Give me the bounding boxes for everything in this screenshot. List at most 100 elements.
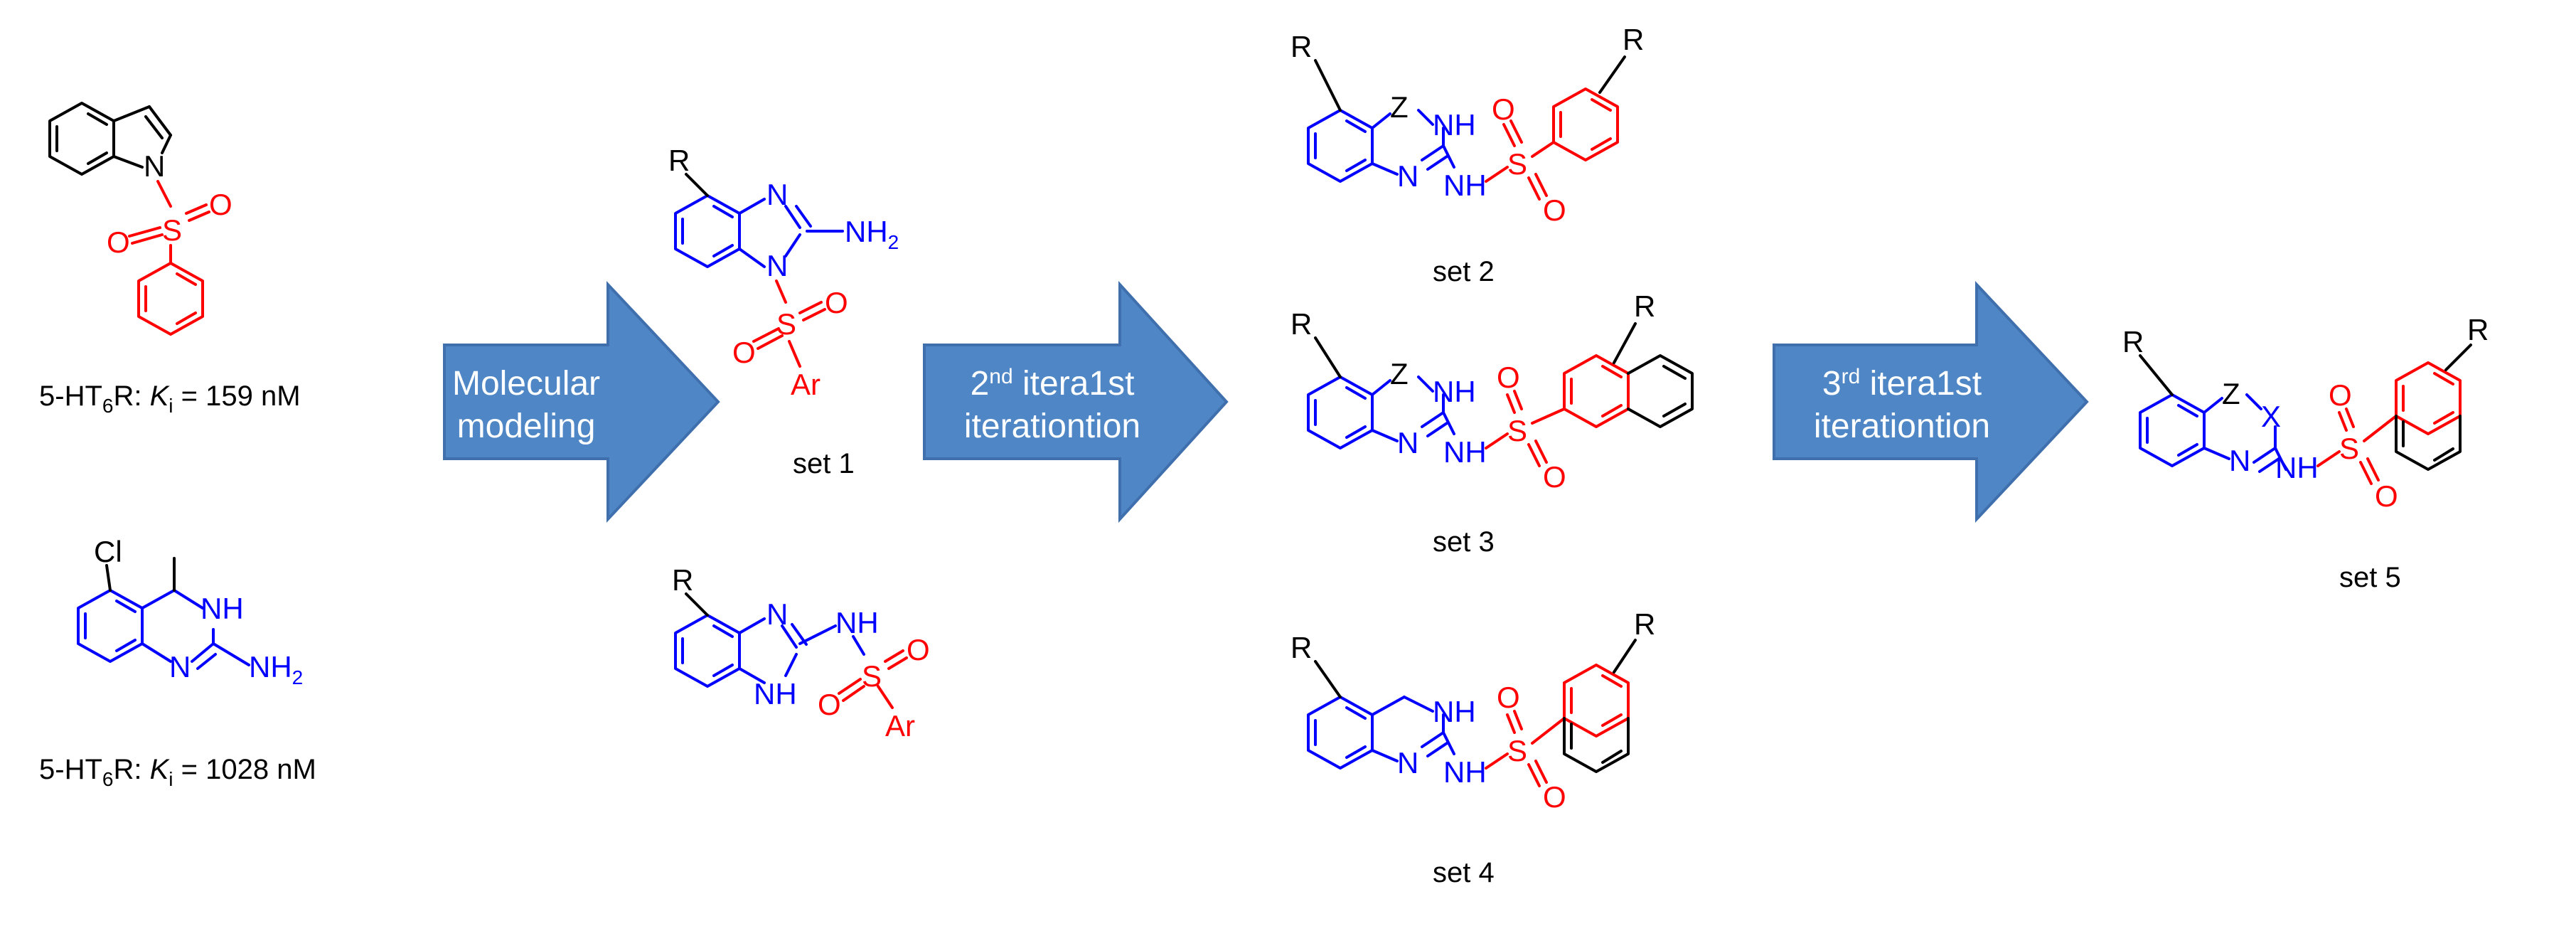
- indole-o1-label: O: [107, 225, 130, 259]
- set3-structure: R Z NH N NH S O O R: [1290, 289, 1694, 494]
- set1-top-n1-label: N: [766, 249, 788, 282]
- set1-top-sulfonyl-bonds: [752, 280, 826, 368]
- set3-z-label: Z: [1390, 357, 1409, 390]
- set5-o1-label: O: [2329, 378, 2352, 412]
- set1-bottom-nhs-label: NH: [835, 606, 879, 639]
- indole-n-label: N: [144, 149, 165, 183]
- set1-bottom-rings: [674, 614, 865, 688]
- set5-o2-label: O: [2375, 479, 2398, 513]
- set2-n-label: N: [1397, 159, 1418, 193]
- set2-r1-bond: [1314, 59, 1342, 112]
- set2-o1-label: O: [1492, 92, 1515, 126]
- set2-scaffold-rings: [1307, 109, 1455, 183]
- set3-nhs-label: NH: [1443, 435, 1487, 469]
- arrow-molecular-modeling: Molecular modeling: [443, 280, 720, 523]
- set5-naphthyl-red-ring: [2395, 361, 2462, 435]
- set5-r1-label: R: [2122, 325, 2144, 358]
- set1-bottom-o2-label: O: [907, 633, 930, 666]
- arrow-2-shape: [923, 280, 1229, 523]
- quinazoline-affinity-caption: 5-HT6R: Ki = 1028 nM: [39, 754, 316, 790]
- set2-r1-label: R: [1290, 30, 1312, 63]
- set2-structure: R Z NH N NH S O O R: [1290, 23, 1644, 227]
- set1-top-s-label: S: [776, 307, 796, 341]
- set3-sulfonyl-bonds: [1485, 390, 1566, 467]
- set5-sulfonyl-bonds: [2316, 408, 2398, 485]
- set1-top-structure: R N N NH2 S O O Ar: [668, 144, 899, 401]
- set1-bottom-r-bond: [685, 592, 709, 617]
- set1-top-nh2-label: NH2: [845, 215, 899, 253]
- set1-top-n-label: N: [766, 178, 788, 211]
- set5-nhs-label: NH: [2275, 451, 2319, 484]
- set4-r1-label: R: [1290, 631, 1312, 664]
- set4-nhs-label: NH: [1443, 755, 1487, 789]
- set3-n-label: N: [1397, 426, 1418, 459]
- arrow-second-iteration: 2nd itera1st iterationtion: [923, 280, 1229, 523]
- set4-nh-label: NH: [1433, 695, 1476, 728]
- set4-r1-bond: [1314, 660, 1342, 698]
- set1-top-ar-label: Ar: [791, 368, 821, 401]
- arrow-1-line-1: Molecular: [452, 365, 600, 403]
- set3-r1-bond: [1314, 336, 1342, 378]
- set5-r2-label: R: [2467, 313, 2489, 346]
- set3-label: set 3: [1433, 526, 1495, 558]
- indole-o2-label: O: [209, 188, 233, 221]
- set3-o2-label: O: [1543, 460, 1566, 494]
- set5-scaffold-rings: [2139, 393, 2287, 473]
- set5-x-label: X: [2261, 400, 2281, 433]
- set2-label: set 2: [1433, 256, 1495, 287]
- set5-r1-bond: [2139, 354, 2174, 396]
- quinazoline-nh2-label: NH2: [249, 650, 303, 688]
- set1-bottom-nh-label: NH: [754, 677, 797, 711]
- lead-quinazoline: Cl NH N NH2 5-HT6R: Ki = 1028 nM: [39, 535, 316, 790]
- set3-s-label: S: [1507, 414, 1527, 447]
- set2-z-label: Z: [1390, 90, 1409, 124]
- set4-structure: R NH N NH S O O R: [1290, 607, 1655, 814]
- set2-o2-label: O: [1543, 193, 1566, 227]
- set2-phenyl-ring: [1552, 87, 1619, 161]
- set4-r2-label: R: [1634, 607, 1655, 641]
- indole-rings: [48, 102, 172, 176]
- arrow-2-line-1: 2nd itera1st: [971, 365, 1135, 403]
- set3-nh-label: NH: [1433, 375, 1476, 408]
- quinazoline-substituent-bonds: [105, 557, 176, 592]
- set5-z-label: Z: [2222, 377, 2240, 410]
- arrow-3-line-2: iterationtion: [1814, 408, 1990, 445]
- set2-sulfonyl-bonds: [1485, 119, 1555, 201]
- set2-nh-label: NH: [1433, 108, 1476, 142]
- set1-bottom-structure: R N NH NH S O O Ar: [672, 563, 930, 743]
- set4-o1-label: O: [1497, 681, 1520, 714]
- set2-s-label: S: [1507, 147, 1527, 181]
- quinazoline-rings: [77, 589, 250, 670]
- arrow-2-line-2: iterationtion: [964, 408, 1140, 445]
- set1-label: set 1: [793, 448, 855, 479]
- quinazoline-n-label: N: [169, 650, 191, 683]
- set1-top-o1-label: O: [732, 336, 756, 369]
- set3-r1-label: R: [1290, 307, 1312, 341]
- set3-naphthyl-black-ring: [1627, 354, 1694, 428]
- set3-naphthyl-red-ring: [1563, 354, 1630, 428]
- lead-indole: N S O O 5-HT6R: Ki = 159 nM: [39, 102, 301, 417]
- set2-r2-label: R: [1623, 23, 1644, 56]
- set1-bottom-s-label: S: [862, 659, 882, 693]
- set1-bottom-ar-label: Ar: [885, 709, 915, 743]
- set4-scaffold-rings: [1307, 696, 1455, 770]
- set2-r2-bond: [1598, 55, 1626, 94]
- arrow-third-iteration: 3rd itera1st iterationtion: [1773, 280, 2089, 523]
- indole-affinity-caption: 5-HT6R: Ki = 159 nM: [39, 380, 301, 417]
- set3-scaffold-rings: [1307, 376, 1455, 449]
- indole-phenyl-ring: [137, 262, 204, 336]
- arrow-1-shape: [443, 280, 720, 523]
- set1-top-o2-label: O: [825, 286, 848, 319]
- set4-sulfonyl-bonds: [1485, 710, 1566, 787]
- set1-top-rings: [674, 194, 844, 268]
- set2-nhs-label: NH: [1443, 169, 1487, 202]
- set5-n-label: N: [2229, 444, 2250, 477]
- set1-bottom-r-label: R: [672, 563, 693, 597]
- set4-n-label: N: [1397, 746, 1418, 779]
- set1-top-r-bond: [685, 173, 709, 197]
- indole-s-label: S: [162, 213, 182, 247]
- set5-r2-bond: [2444, 344, 2472, 371]
- set5-naphthyl-black-ring: [2395, 415, 2462, 471]
- arrow-1-line-2: modeling: [457, 408, 596, 445]
